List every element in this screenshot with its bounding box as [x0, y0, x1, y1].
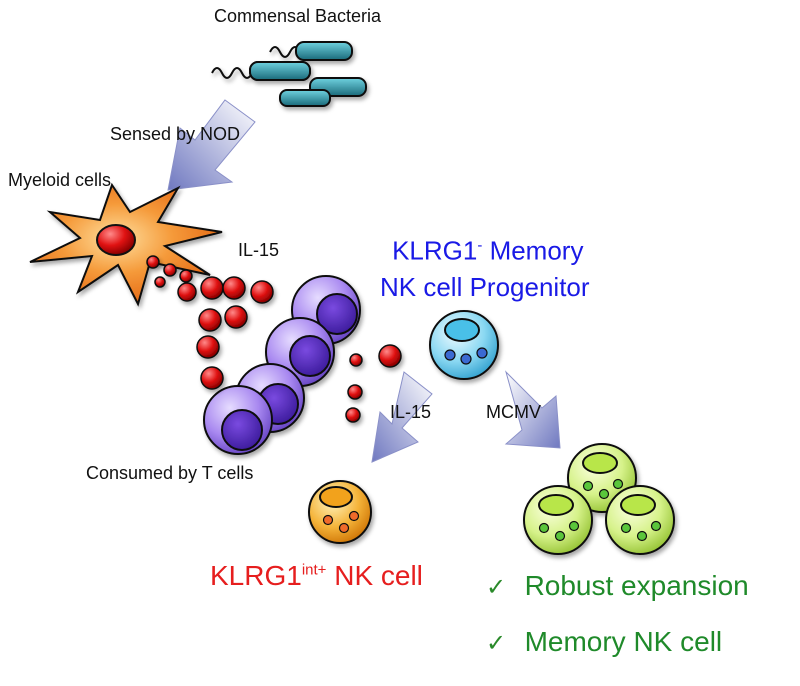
il15-dot — [154, 276, 166, 288]
outcome-item: ✓ Memory NK cell — [486, 626, 722, 658]
klrg1-int-nk-cell-label: KLRG1int+ NK cell — [210, 560, 423, 591]
checkmark-icon: ✓ — [486, 573, 507, 601]
il15-dot — [349, 353, 363, 367]
il15-dot — [200, 366, 224, 390]
il15-dot — [179, 269, 193, 283]
myeloid-cells-label: Myeloid cells — [8, 170, 112, 190]
bacteria-flagellum-2 — [269, 46, 301, 58]
il15-dot — [345, 407, 361, 423]
checkmark-icon: ✓ — [486, 629, 507, 657]
il15-dot — [378, 344, 402, 368]
progenitor-title-line1: KLRG1- Memory — [392, 235, 584, 266]
il15-dot — [177, 282, 197, 302]
memory-nk-cells-icon — [523, 443, 675, 555]
progenitor-title-line2: NK cell Progenitor — [380, 271, 590, 302]
progenitor-cell-icon — [429, 310, 499, 380]
klrg1-int-nk-cell-icon — [308, 480, 372, 544]
il15-dot — [347, 384, 363, 400]
mcmv-arrow — [504, 370, 561, 449]
il15-dot — [196, 335, 220, 359]
outcome-text: Memory NK cell — [524, 626, 723, 657]
il15-dot — [250, 280, 274, 304]
il15-dot — [222, 276, 246, 300]
consumed-by-t-cells-label: Consumed by T cells — [86, 463, 254, 483]
bacteria-flagellum-1 — [211, 67, 253, 79]
progenitor-title: KLRG1- Memory NK cell Progenitor — [380, 228, 590, 305]
t-cell-nucleus — [289, 335, 331, 377]
bacterium-2 — [295, 41, 353, 61]
sensed-by-nod-label: Sensed by NOD — [110, 124, 241, 144]
commensal-bacteria-icon — [211, 41, 367, 107]
t-cells-cluster — [203, 275, 361, 455]
outcome-text: Robust expansion — [524, 570, 749, 601]
mcmv-label: MCMV — [486, 402, 541, 422]
commensal-bacteria-label: Commensal Bacteria — [214, 6, 382, 26]
bacterium-4 — [279, 89, 331, 107]
il15-dot — [198, 308, 222, 332]
il15-arrow-label: IL-15 — [390, 402, 432, 422]
il15-dot — [200, 276, 224, 300]
t-cell-nucleus — [316, 293, 358, 335]
myeloid-nucleus — [96, 224, 136, 256]
il15-dot — [224, 305, 248, 329]
il15-label: IL-15 — [238, 240, 280, 260]
il15-molecules — [146, 255, 402, 423]
sensed-by-nod-arrow — [167, 99, 256, 191]
il15-dot — [163, 263, 177, 277]
il15-dot — [146, 255, 160, 269]
il15-arrow — [371, 371, 433, 463]
t-cell-nucleus — [221, 409, 263, 451]
outcome-item: ✓ Robust expansion — [486, 570, 749, 602]
